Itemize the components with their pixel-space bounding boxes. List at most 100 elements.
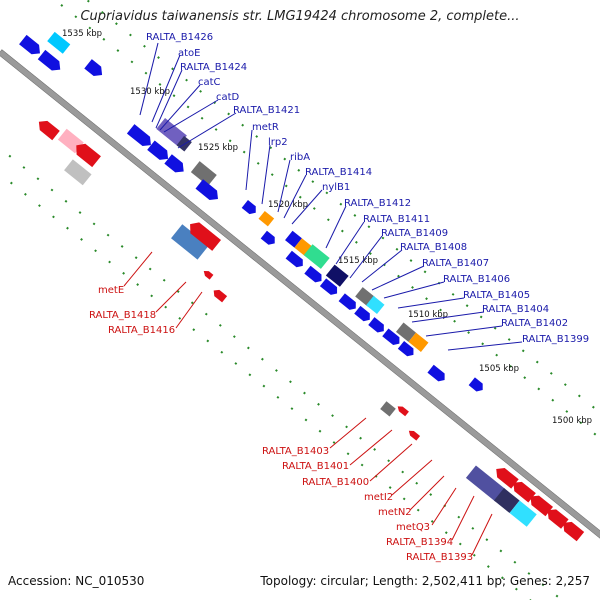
gene-label[interactable]: RALTA_B1418 [89,310,156,321]
reverse-genes [35,117,585,542]
gene-arrow[interactable] [195,179,222,203]
scale-tick: 1510 kbp [408,310,448,320]
genome-stats-text: Topology: circular; Length: 2,502,411 bp… [260,574,590,588]
gene-arrow[interactable] [354,305,373,324]
gene-block[interactable] [285,230,302,248]
accession-text: Accession: NC_010530 [8,574,145,588]
gene-label[interactable]: lrp2 [268,137,288,148]
gene-label[interactable]: RALTA_B1401 [282,461,349,472]
gene-arrow[interactable] [164,154,187,176]
gene-arrow[interactable] [126,124,155,150]
gene-arrow[interactable] [492,464,519,489]
gene-arrow[interactable] [468,377,486,394]
gene-block[interactable] [171,224,209,260]
gene-arrow[interactable] [396,404,409,417]
gene-block[interactable] [408,332,429,352]
gene-label[interactable]: metQ3 [396,522,430,533]
gene-arrow[interactable] [72,140,101,168]
gene-block[interactable] [380,401,396,417]
scale-tick: 1525 kbp [198,143,238,153]
gene-arrow[interactable] [368,317,387,335]
gene-label[interactable]: RALTA_B1412 [344,198,411,209]
reverse-bottom-label-text: RALTA_B1403 RALTA_B1401 RALTA_B1400 metI… [262,446,473,563]
reverse-left-leaders [123,251,203,329]
gene-label[interactable]: RALTA_B1416 [108,325,175,336]
forward-gene-labels [139,42,523,351]
gene-label[interactable]: RALTA_B1400 [302,477,369,488]
gene-block[interactable] [366,295,385,315]
gene-label[interactable]: RALTA_B1414 [305,167,372,178]
gene-label[interactable]: metI2 [364,492,393,503]
gene-arrow[interactable] [544,506,569,529]
gene-arrow[interactable] [527,492,553,517]
gene-label[interactable]: RALTA_B1405 [463,290,530,301]
gene-arrow[interactable] [510,478,536,503]
gene-arrow[interactable] [147,140,172,163]
scale-tick: 1505 kbp [479,364,519,374]
gene-block[interactable] [325,264,349,287]
gene-label[interactable]: RALTA_B1421 [233,105,300,116]
gene-label[interactable]: RALTA_B1403 [262,446,329,457]
gene-arrow[interactable] [241,200,259,217]
gene-label[interactable]: nylB1 [322,182,350,193]
scale-tick: 1515 kbp [338,256,378,266]
gene-arrow[interactable] [37,49,64,74]
gene-label[interactable]: RALTA_B1393 [406,552,473,563]
gene-arrow[interactable] [186,219,221,251]
gene-arrow[interactable] [560,518,585,542]
gene-label[interactable]: RALTA_B1394 [386,537,453,548]
gene-arrow[interactable] [285,250,306,270]
gene-label[interactable]: RALTA_B1407 [422,258,489,269]
gene-arrow[interactable] [202,269,214,280]
gene-label[interactable]: RALTA_B1411 [363,214,430,225]
gene-block[interactable] [493,488,520,514]
gene-label[interactable]: RALTA_B1426 [146,32,213,43]
scale-ticks: 1535 kbp 1530 kbp 1525 kbp 1520 kbp 1515… [62,29,592,426]
gene-label[interactable]: catD [216,92,240,103]
gene-label[interactable]: metE [98,285,124,296]
gene-label[interactable]: metR [252,122,279,133]
gene-label[interactable]: RALTA_B1399 [522,334,589,345]
map-title: Cupriavidus taiwanensis str. LMG19424 ch… [80,9,520,24]
gene-arrow[interactable] [84,59,106,80]
gene-arrow[interactable] [382,328,402,347]
gene-arrow[interactable] [319,278,340,297]
gene-label[interactable]: RALTA_B1404 [482,304,549,315]
gene-label[interactable]: RALTA_B1406 [443,274,510,285]
gene-arrow[interactable] [211,287,228,303]
gene-arrow[interactable] [19,34,44,58]
forward-genes [19,31,486,394]
gene-label[interactable]: RALTA_B1408 [400,242,467,253]
gene-block[interactable] [176,135,192,152]
gene-block[interactable] [64,159,92,186]
gene-label[interactable]: atoE [178,48,201,59]
gene-block[interactable] [509,500,537,527]
gene-label[interactable]: metN2 [378,507,412,518]
gene-block[interactable] [303,244,330,269]
gene-arrow[interactable] [397,340,417,359]
scale-tick: 1530 kbp [130,87,170,97]
gene-block[interactable] [190,161,217,186]
gene-label[interactable]: RALTA_B1409 [381,228,448,239]
gene-label[interactable]: ribA [290,152,310,163]
gene-arrow[interactable] [304,265,324,285]
gene-label[interactable]: RALTA_B1424 [180,62,247,73]
gene-block[interactable] [47,31,71,54]
gene-arrow[interactable] [338,293,359,312]
gene-arrow[interactable] [407,428,421,441]
gene-arrow[interactable] [260,230,278,248]
gene-label[interactable]: RALTA_B1402 [501,318,568,329]
gene-arrow[interactable] [35,117,60,141]
gene-label[interactable]: catC [198,77,221,88]
reverse-bottom-leaders [329,417,493,556]
gene-block[interactable] [395,322,416,342]
gene-block[interactable] [258,211,275,227]
gene-arrow[interactable] [427,364,447,384]
reverse-left-label-text: metE RALTA_B1418 RALTA_B1416 [89,285,175,336]
gene-block[interactable] [465,465,506,502]
scale-tick: 1520 kbp [268,200,308,210]
